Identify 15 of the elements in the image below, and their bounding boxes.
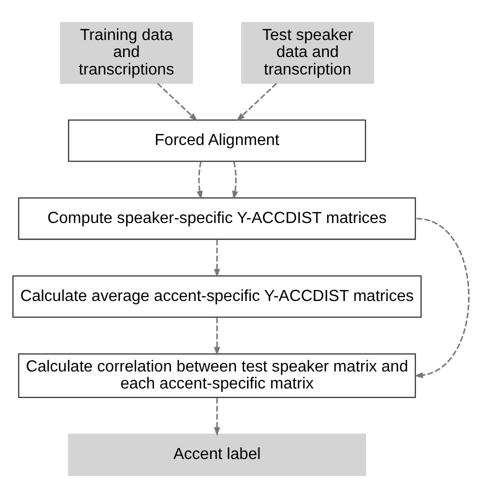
- node-box: Calculate correlation between test speaker matrix and each accent-specific matrix: [18, 353, 416, 398]
- node-box: Training data and transcriptions: [60, 22, 193, 84]
- arrow: [232, 162, 238, 200]
- arrow: [157, 82, 198, 122]
- arrow: [214, 398, 220, 436]
- arrow: [196, 162, 203, 200]
- arrow: [214, 318, 220, 356]
- arrow: [414, 218, 470, 378]
- arrow: [214, 240, 220, 278]
- node-box: Test speaker data and transcription: [241, 22, 374, 84]
- node-box: Compute speaker-specific Y-ACCDIST matrices: [18, 197, 416, 240]
- node-box: Forced Alignment: [68, 119, 366, 162]
- node-box: Calculate average accent-specific Y-ACCDIST matrices: [12, 275, 422, 318]
- node-box: Accent label: [68, 434, 366, 476]
- arrow: [236, 82, 277, 122]
